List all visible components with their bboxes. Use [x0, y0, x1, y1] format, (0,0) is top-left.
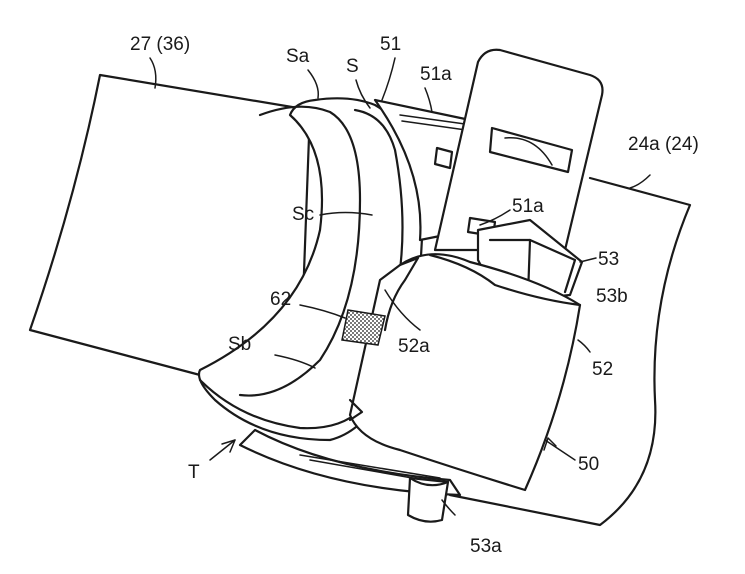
label-collar: 52	[592, 359, 613, 380]
label-ring: S	[346, 56, 359, 77]
label-ring-face: Sc	[292, 204, 314, 225]
clamp-tab	[435, 50, 603, 250]
label-marker: 62	[270, 289, 291, 310]
label-band-edge-mid: 51a	[512, 196, 544, 217]
label-band-edge-top: 51a	[420, 64, 452, 85]
label-head-face: 53b	[596, 286, 628, 307]
label-ring-outer-a: Sa	[286, 46, 310, 67]
marker-patch	[342, 310, 385, 345]
label-band: 51	[380, 34, 401, 55]
label-pipe: 27 (36)	[130, 34, 190, 55]
label-panel: 24a (24)	[628, 134, 699, 155]
label-ring-outer-b: Sb	[228, 334, 251, 355]
label-assembly: 50	[578, 454, 599, 475]
label-tool-direction: T	[188, 462, 200, 483]
label-pin: 53a	[470, 536, 502, 557]
label-head: 53	[598, 249, 619, 270]
label-collar-edge: 52a	[398, 336, 430, 357]
